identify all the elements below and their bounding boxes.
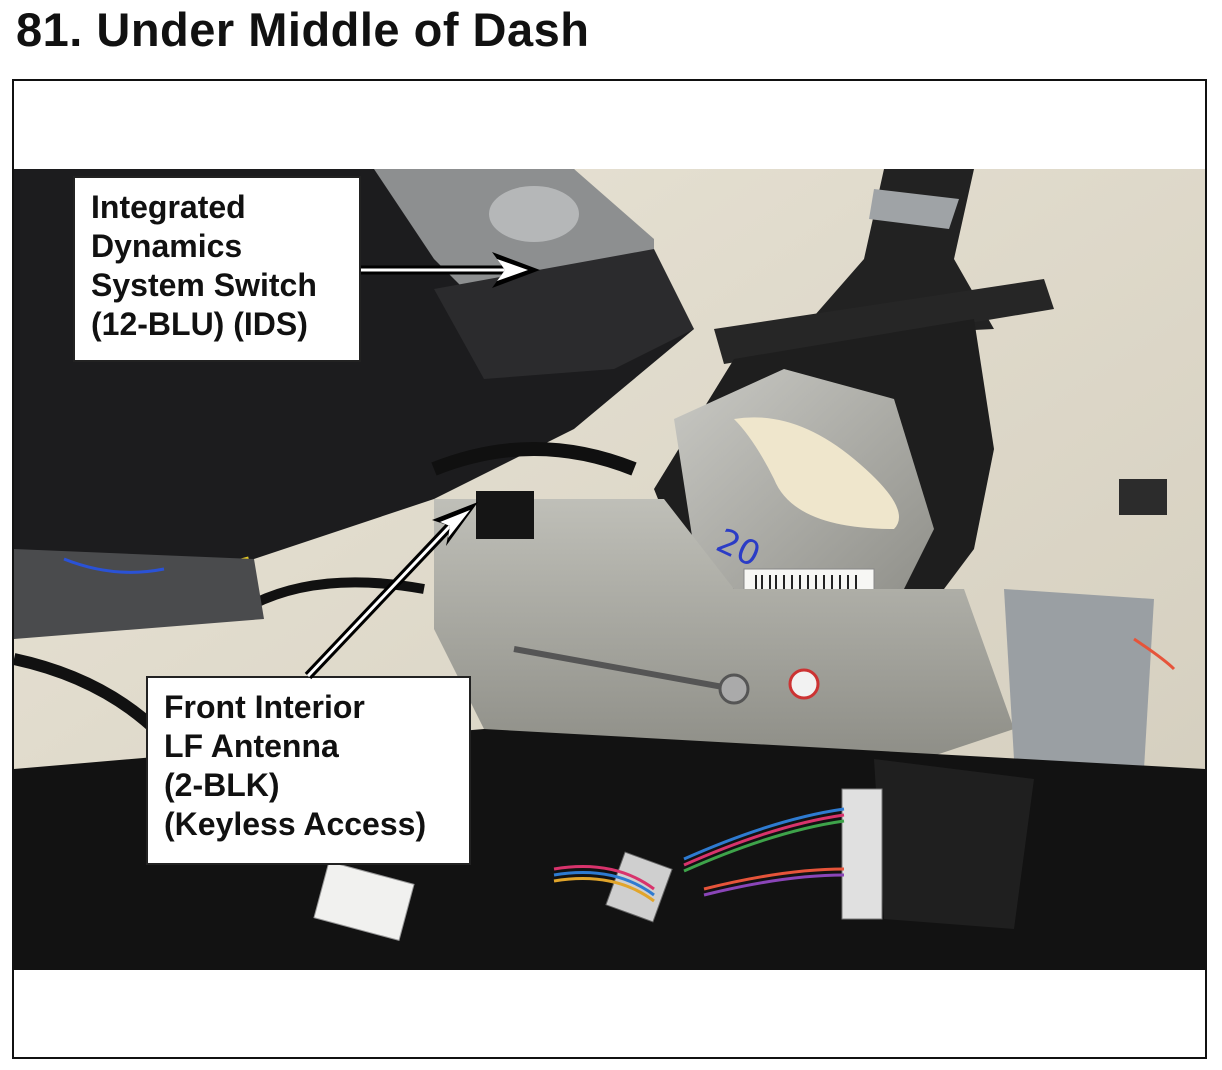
- white-connector: [313, 860, 415, 942]
- lf-callout-line-2: LF Antenna: [164, 728, 339, 764]
- ids-callout-line-1: Integrated: [91, 189, 246, 225]
- right-module: [1004, 589, 1154, 769]
- lower-connector: [841, 788, 883, 920]
- ids-callout: Integrated Dynamics System Switch (12-BL…: [73, 176, 361, 362]
- lf-antenna-module: [476, 491, 534, 539]
- ids-callout-line-4: (12-BLU) (IDS): [91, 306, 308, 342]
- center-bracket: [434, 499, 1014, 779]
- ids-callout-line-2: Dynamics: [91, 228, 243, 264]
- right-connector: [1119, 479, 1167, 515]
- lf-callout-line-3: (2-BLK): [164, 767, 280, 803]
- lf-antenna-callout: Front Interior LF Antenna (2-BLK) (Keyle…: [146, 676, 471, 865]
- page-title: 81. Under Middle of Dash: [16, 3, 590, 56]
- ids-callout-line-3: System Switch: [91, 267, 317, 303]
- lf-callout-line-1: Front Interior: [164, 689, 365, 725]
- ids-knob: [489, 186, 579, 242]
- lf-callout-line-4: (Keyless Access): [164, 806, 427, 842]
